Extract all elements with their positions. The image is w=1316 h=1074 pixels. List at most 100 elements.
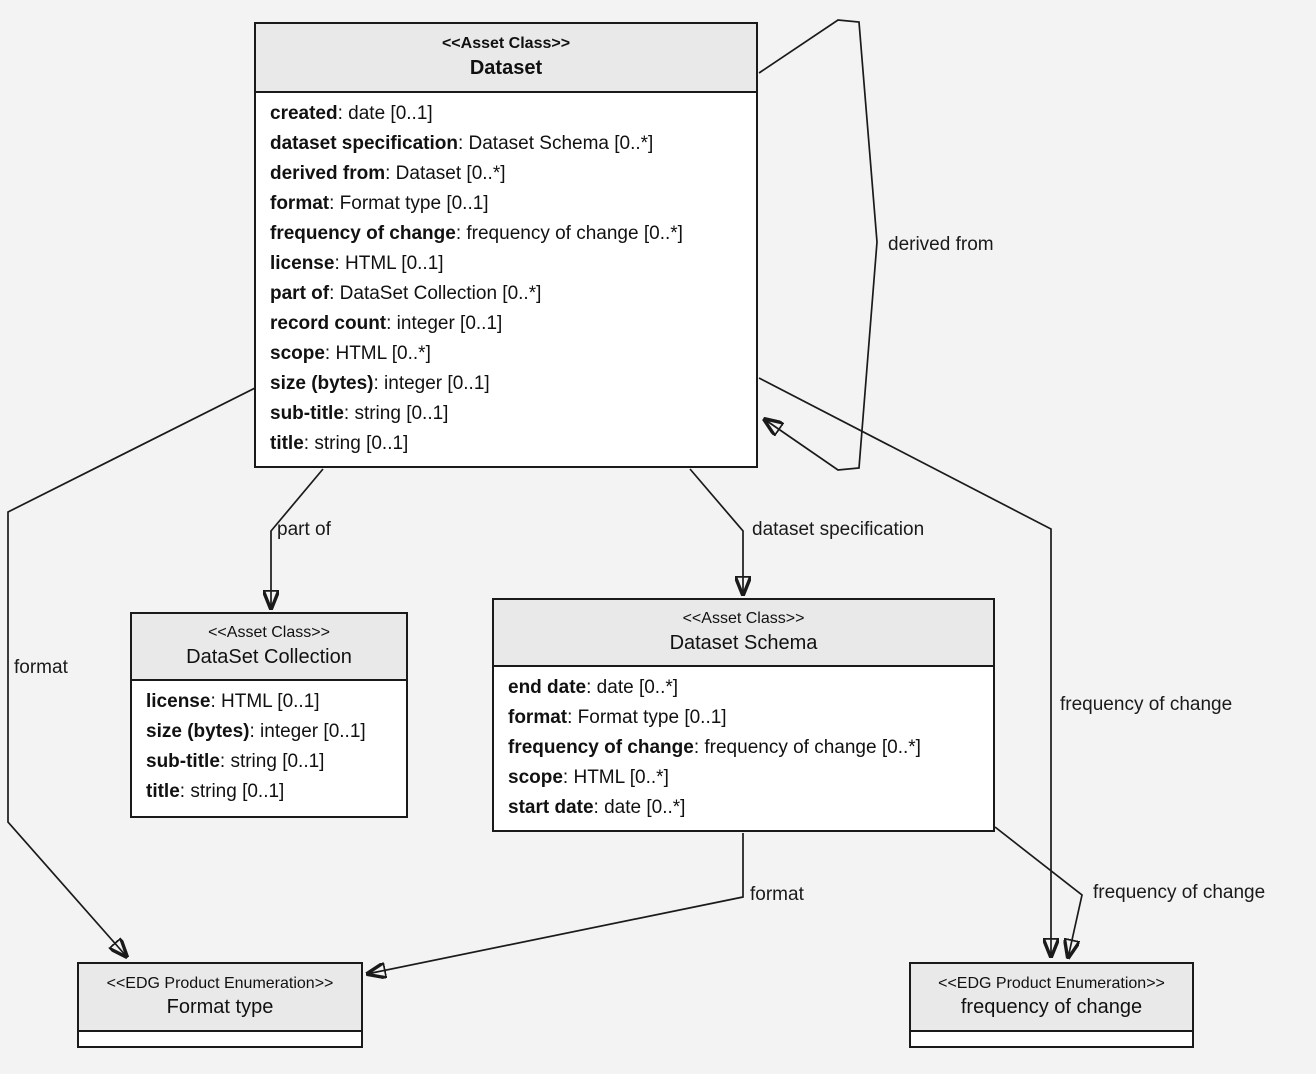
connector-dataset-to-frequency-of-change (758, 377, 1051, 957)
connector-derived-from-self-loop (758, 19, 878, 471)
attribute-type: : HTML [0..1] (334, 253, 444, 274)
attribute-name: frequency of change (508, 737, 694, 758)
attribute-type: : HTML [0..1] (210, 691, 320, 712)
enum-node-format-type[interactable]: <<EDG Product Enumeration>> Format type (77, 962, 363, 1048)
connector-dataset-to-schema-specification (689, 468, 743, 595)
attribute-type: : date [0..*] (593, 797, 686, 818)
attributes-compartment: license: HTML [0..1]size (bytes): intege… (132, 681, 406, 816)
class-node-dataset-collection[interactable]: <<Asset Class>> DataSet Collection licen… (130, 612, 408, 818)
attribute-type: : string [0..1] (343, 403, 449, 424)
attribute-type: : date [0..1] (337, 103, 433, 124)
attribute-row: dataset specification: Dataset Schema [0… (270, 129, 742, 159)
attribute-row: end date: date [0..*] (508, 673, 979, 703)
attribute-name: license (146, 691, 211, 712)
stereotype-label: <<Asset Class>> (682, 610, 805, 628)
connector-dataset-to-format-type (7, 387, 256, 957)
attribute-type: : DataSet Collection [0..*] (329, 283, 542, 304)
attribute-name: scope (508, 767, 563, 788)
attribute-row: record count: integer [0..1] (270, 309, 742, 339)
enum-title: Format type (166, 996, 274, 1019)
edge-label-format-schema: format (750, 884, 804, 905)
attribute-row: title: string [0..1] (146, 777, 392, 807)
attribute-row: part of: DataSet Collection [0..*] (270, 279, 742, 309)
attribute-row: format: Format type [0..1] (270, 189, 742, 219)
attribute-name: end date (508, 677, 587, 698)
attribute-row: size (bytes): integer [0..1] (270, 369, 742, 399)
attribute-row: size (bytes): integer [0..1] (146, 717, 392, 747)
class-title: DataSet Collection (186, 645, 352, 668)
attribute-type: : string [0..1] (179, 781, 285, 802)
attribute-row: derived from: Dataset [0..*] (270, 159, 742, 189)
attribute-name: size (bytes) (146, 721, 250, 742)
attribute-type: : HTML [0..*] (324, 343, 431, 364)
enum-header: <<EDG Product Enumeration>> Format type (79, 964, 361, 1032)
attribute-type: : integer [0..1] (249, 721, 366, 742)
attributes-compartment: created: date [0..1] dataset specificatio… (256, 93, 756, 466)
connector-dataset-to-collection-part-of (271, 468, 324, 609)
edge-label-frequency-of-change-schema: frequency of change (1093, 882, 1266, 903)
attribute-name: derived from (270, 163, 386, 184)
attribute-name: created (270, 103, 338, 124)
edge-label-frequency-of-change-dataset: frequency of change (1060, 694, 1233, 715)
attribute-type: : Dataset Schema [0..*] (457, 133, 654, 154)
edge-label-part-of: part of (277, 519, 331, 540)
edge-label-dataset-specification: dataset specification (752, 519, 925, 540)
attribute-row: start date: date [0..*] (508, 793, 979, 823)
enum-node-frequency-of-change[interactable]: <<EDG Product Enumeration>> frequency of… (909, 962, 1194, 1048)
enum-header: <<EDG Product Enumeration>> frequency of… (911, 964, 1192, 1032)
class-header: <<Asset Class>> DataSet Collection (132, 614, 406, 681)
attribute-name: part of (270, 283, 330, 304)
attribute-type: : string [0..1] (219, 751, 325, 772)
attribute-type: : frequency of change [0..*] (455, 223, 683, 244)
attribute-type: : integer [0..1] (373, 373, 490, 394)
class-title: Dataset (469, 56, 543, 79)
empty-compartment (911, 1032, 1192, 1046)
attribute-row: sub-title: string [0..1] (146, 747, 392, 777)
attribute-type: : Dataset [0..*] (385, 163, 506, 184)
stereotype-label: <<EDG Product Enumeration>> (938, 974, 1165, 992)
stereotype-label: <<Asset Class>> (208, 624, 330, 642)
attribute-name: format (508, 707, 568, 728)
attribute-row: scope: HTML [0..*] (270, 339, 742, 369)
class-title: Dataset Schema (669, 631, 818, 654)
attribute-row: license: HTML [0..1] (146, 687, 392, 717)
stereotype-label: <<EDG Product Enumeration>> (106, 974, 334, 992)
stereotype-label: <<Asset Class>> (441, 35, 571, 53)
class-header: <<Asset Class>> Dataset Schema (494, 600, 993, 667)
class-node-dataset[interactable]: <<Asset Class>> Dataset created: date [0… (254, 22, 758, 468)
attribute-name: record count (270, 313, 387, 334)
edge-label-derived-from: derived from (888, 234, 994, 255)
class-node-dataset-schema[interactable]: <<Asset Class>> Dataset Schema end date:… (492, 598, 995, 832)
connector-schema-to-frequency-of-change (994, 826, 1083, 958)
edge-label-format-dataset: format (14, 657, 68, 678)
attribute-row: format: Format type [0..1] (508, 703, 979, 733)
attribute-type: : string [0..1] (303, 433, 409, 454)
attribute-name: sub-title (270, 403, 344, 424)
attribute-name: title (270, 433, 304, 454)
enum-title: frequency of change (960, 996, 1143, 1019)
attributes-compartment: end date: date [0..*]format: Format type… (494, 667, 993, 830)
attribute-row: scope: HTML [0..*] (508, 763, 979, 793)
attribute-type: : Format type [0..1] (567, 707, 727, 728)
attribute-name: sub-title (146, 751, 220, 772)
class-header: <<Asset Class>> Dataset (256, 24, 756, 93)
attribute-name: license (270, 253, 335, 274)
attribute-type: : Format type [0..1] (329, 193, 489, 214)
attribute-type: : date [0..*] (586, 677, 679, 698)
attribute-row: title: string [0..1] (270, 429, 742, 459)
connector-schema-to-format-type (367, 833, 744, 974)
attribute-name: format (270, 193, 330, 214)
attribute-name: title (146, 781, 180, 802)
attribute-row: sub-title: string [0..1] (270, 399, 742, 429)
attribute-type: : frequency of change [0..*] (693, 737, 921, 758)
attribute-name: dataset specification (270, 133, 458, 154)
attribute-row: license: HTML [0..1] (270, 249, 742, 279)
empty-compartment (79, 1032, 361, 1046)
attribute-name: frequency of change (270, 223, 456, 244)
attribute-name: scope (270, 343, 325, 364)
attribute-type: : integer [0..1] (386, 313, 503, 334)
attribute-type: : HTML [0..*] (562, 767, 669, 788)
attribute-row: frequency of change: frequency of change… (270, 219, 742, 249)
